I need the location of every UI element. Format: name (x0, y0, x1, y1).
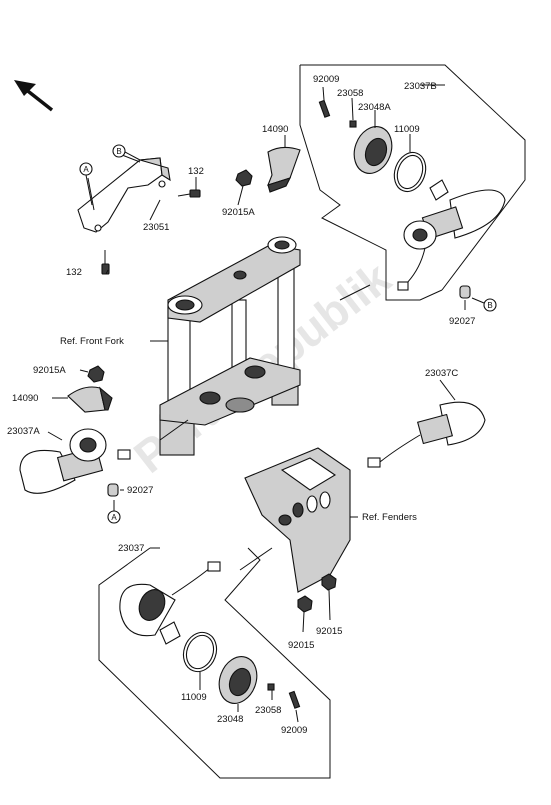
nut-23058-top (349, 120, 357, 128)
callout-23037b: 23037B (404, 81, 437, 92)
callout-92015-a: 92015 (288, 640, 314, 651)
nut-92015a-left (87, 365, 105, 383)
svg-text:A: A (111, 513, 117, 522)
lens-23048a (353, 126, 393, 174)
bulb-bottom (159, 621, 181, 645)
callout-11009-bottom: 11009 (181, 692, 207, 703)
callout-92027-right: 92027 (449, 316, 475, 327)
group-outline-23037b (299, 64, 526, 301)
svg-text:B: B (116, 147, 121, 156)
nut-23058-bottom (267, 683, 275, 691)
callout-23037: 23037 (118, 543, 144, 554)
callout-92015a-left: 92015A (33, 365, 66, 376)
screw-92009-top (318, 99, 331, 118)
arrow-up-left-icon (14, 80, 54, 112)
callout-92027-left: 92027 (127, 485, 153, 496)
marker-a-upper: A (79, 162, 93, 176)
callout-23037a: 23037A (7, 426, 40, 437)
gasket-11009-top (393, 151, 427, 193)
turn-signal-23037 (119, 561, 221, 637)
svg-text:B: B (487, 301, 492, 310)
callout-132-top: 132 (188, 166, 204, 177)
bulb-top (429, 179, 449, 201)
fender-bracket (244, 447, 351, 593)
callout-23051: 23051 (143, 222, 169, 233)
nut-92015-b (321, 573, 337, 591)
callout-92009-bottom: 92009 (281, 725, 307, 736)
callout-ref-fenders: Ref. Fenders (362, 512, 417, 523)
callout-23048: 23048 (217, 714, 243, 725)
callout-92009-top: 92009 (313, 74, 339, 85)
svg-text:A: A (83, 165, 89, 174)
group-outline-23037 (98, 547, 331, 779)
lens-23048 (218, 656, 258, 704)
cap-92027-right (459, 285, 471, 299)
callout-23058-bottom: 23058 (255, 705, 281, 716)
marker-b-upper: B (112, 144, 126, 158)
callout-ref-front-fork: Ref. Front Fork (60, 336, 124, 347)
front-fork-assembly (159, 236, 301, 456)
cap-92027-left (107, 483, 119, 497)
clamp-cover-14090-left (67, 386, 113, 413)
screw-92009-bottom (288, 690, 301, 709)
bracket-23051 (77, 154, 171, 233)
nut-92015a-top (235, 169, 253, 187)
callout-132-bottom: 132 (66, 267, 82, 278)
turn-signal-23037b (397, 189, 506, 291)
callout-92015a-top: 92015A (222, 207, 255, 218)
callout-14090-left: 14090 (12, 393, 38, 404)
leader-lines (47, 84, 466, 723)
gasket-11009-bottom (182, 631, 218, 673)
turn-signal-23037a (19, 428, 131, 494)
nut-92015-a (297, 595, 313, 613)
callout-11009-top: 11009 (394, 124, 420, 135)
marker-b-right: B (483, 298, 497, 312)
turn-signal-23037c (367, 401, 486, 468)
clamp-cover-14090-top (267, 146, 301, 193)
callout-23058-top: 23058 (337, 88, 363, 99)
marker-a-lower: A (107, 510, 121, 524)
callout-23037c: 23037C (425, 368, 458, 379)
callout-92015-b: 92015 (316, 626, 342, 637)
callout-14090-top: 14090 (262, 124, 288, 135)
callout-23048a: 23048A (358, 102, 391, 113)
bolt-132-top (177, 189, 201, 198)
